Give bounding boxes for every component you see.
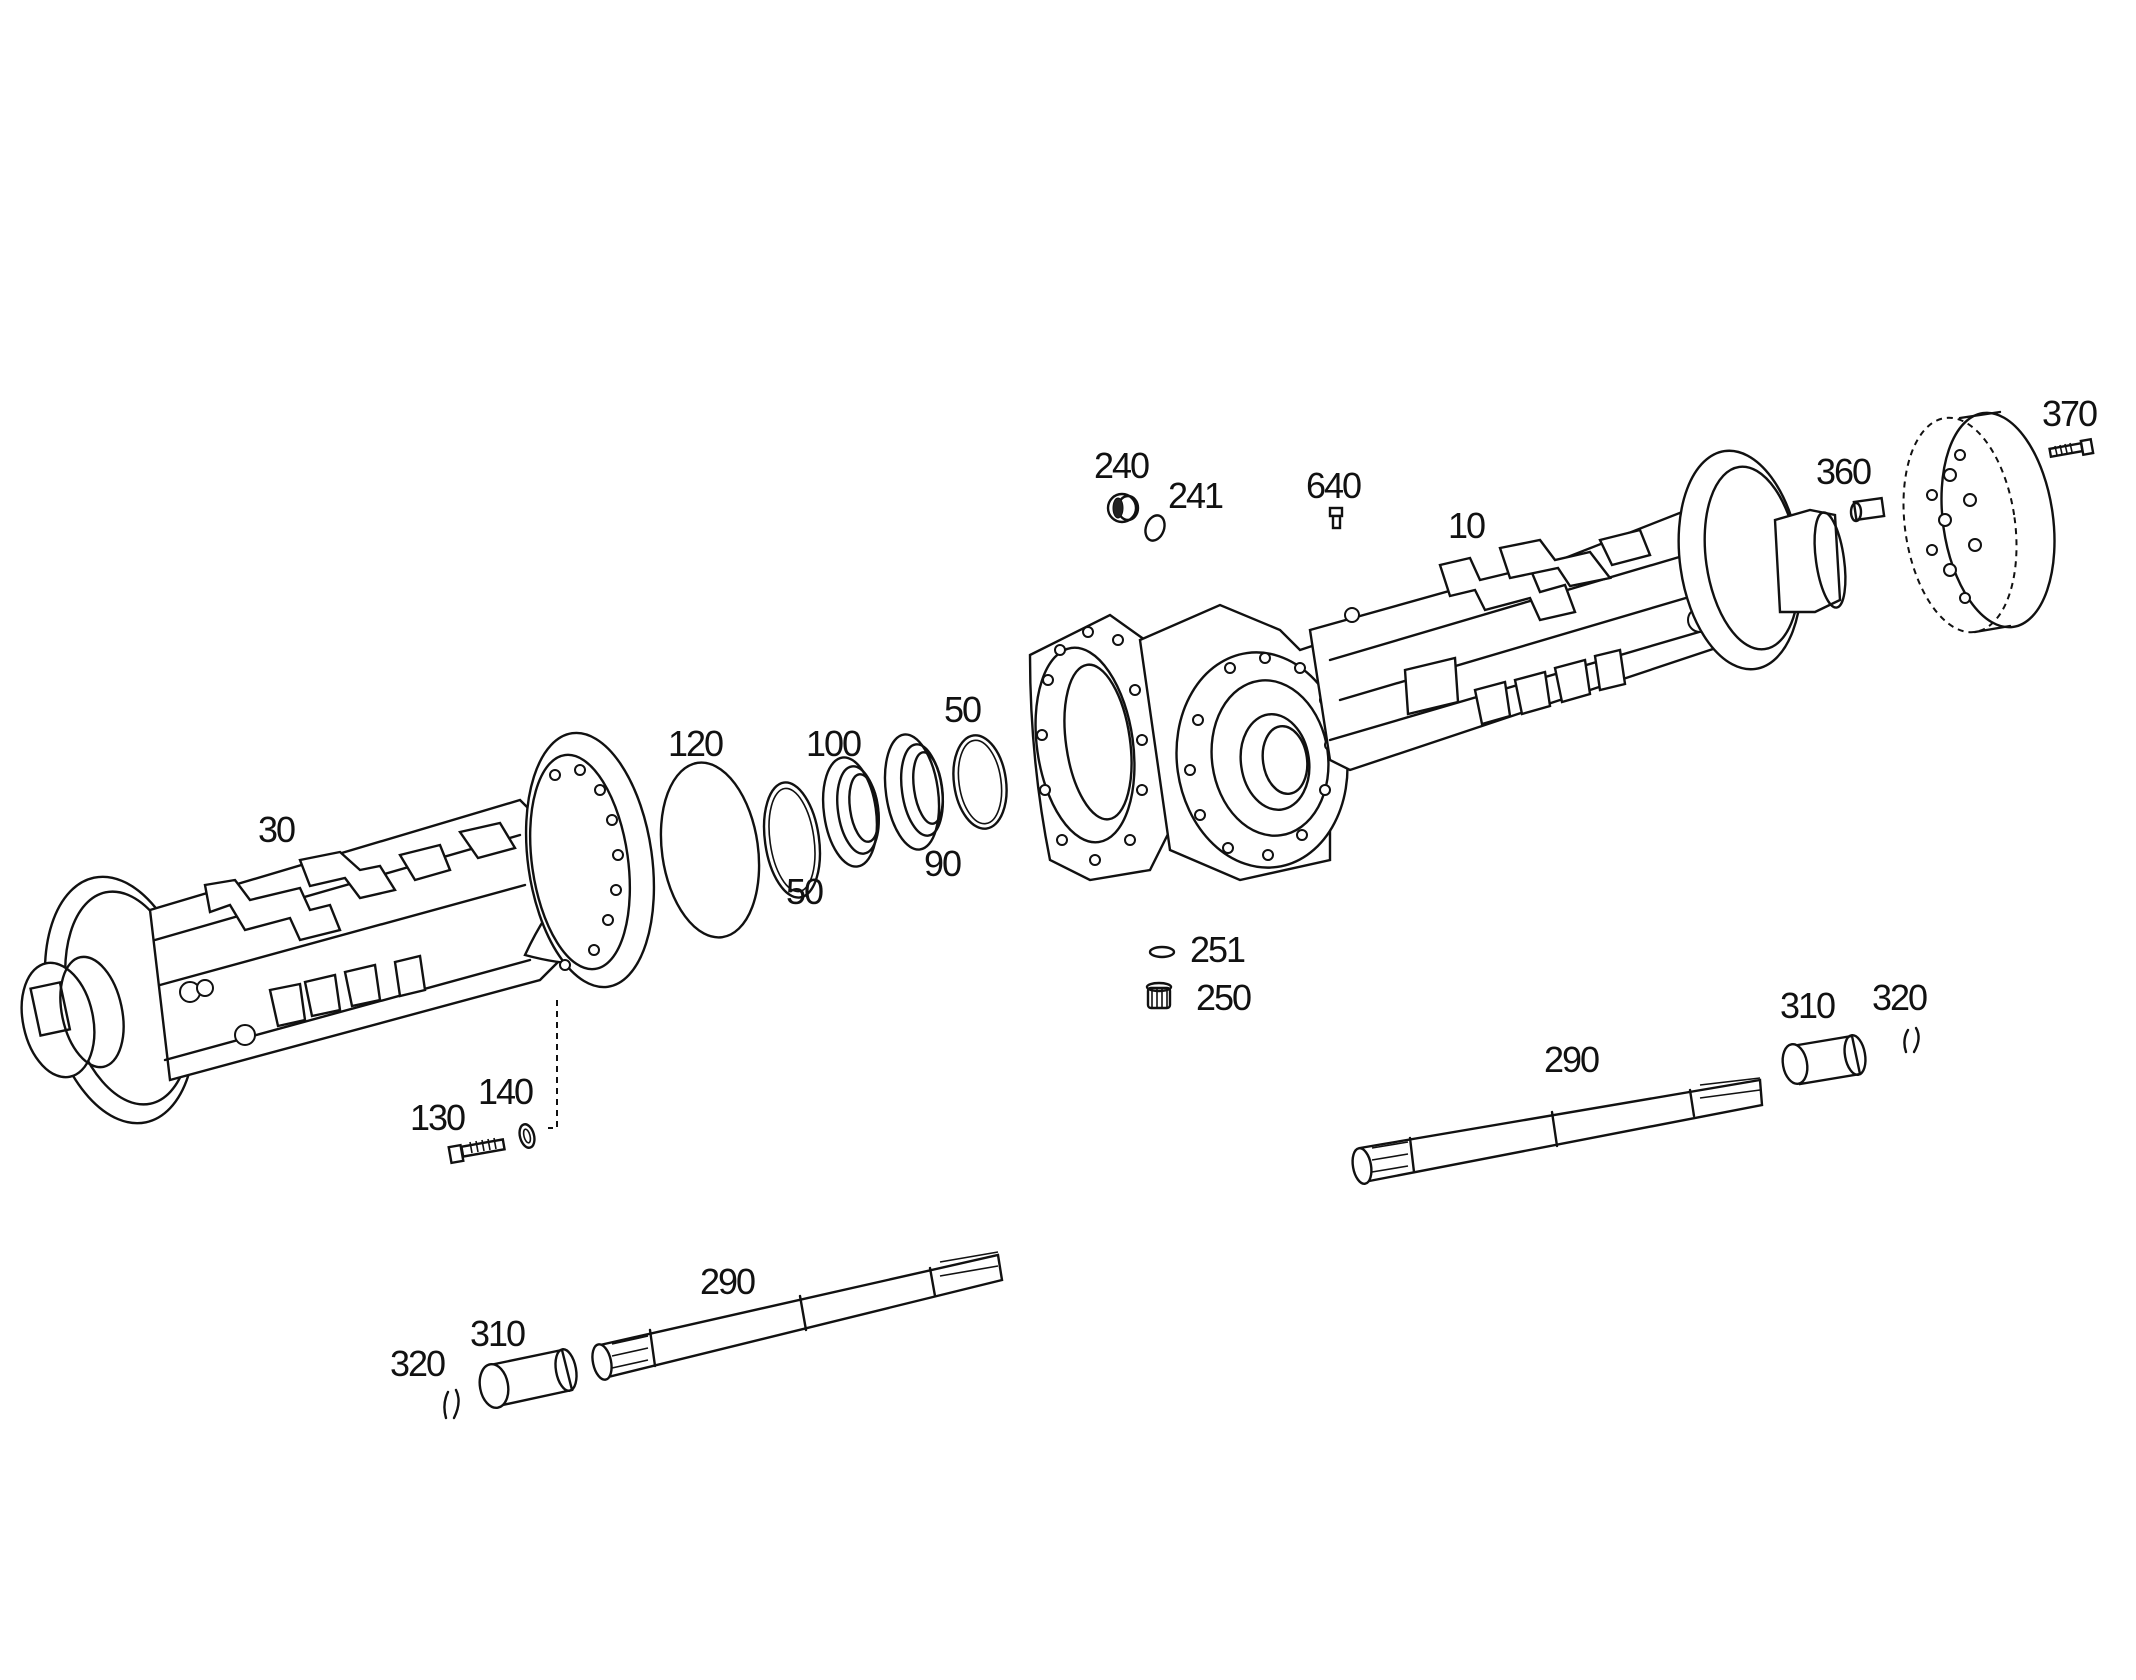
callout-100: 100: [806, 723, 862, 764]
bolt-370: [2048, 437, 2095, 459]
sleeve-310-left: [478, 1348, 578, 1410]
callout-310-right: 310: [1780, 985, 1836, 1026]
shaft-290-right: [1351, 1077, 1764, 1185]
bushing-360: [1849, 496, 1886, 523]
o-ring-50-right: [952, 734, 1008, 830]
o-ring-50-left: [762, 781, 822, 899]
callout-360: 360: [1816, 451, 1872, 492]
shaft-290-left: [591, 1251, 1004, 1381]
callout-251: 251: [1190, 929, 1246, 970]
callout-250: 250: [1196, 977, 1252, 1018]
brake-disc-assembly: [1902, 410, 2056, 634]
seal-ring-251: [1148, 945, 1176, 959]
axle-housing-main: [1028, 449, 1847, 882]
callout-320-right: 320: [1872, 977, 1928, 1018]
bearing-100: [821, 756, 880, 868]
sleeve-310-right: [1781, 1034, 1867, 1086]
o-ring-241: [1144, 514, 1166, 542]
callout-310-left: 310: [470, 1313, 526, 1354]
callout-290-right: 290: [1544, 1039, 1600, 1080]
callout-140: 140: [478, 1071, 534, 1112]
ring-320-left: [443, 1388, 460, 1420]
seal-ring-120: [659, 761, 761, 939]
callout-130: 130: [410, 1097, 466, 1138]
callout-241: 241: [1168, 475, 1224, 516]
washer-140: [518, 1123, 536, 1149]
plug-250: [1145, 981, 1173, 1010]
callout-50-left: 50: [786, 871, 824, 912]
callout-240: 240: [1094, 445, 1150, 486]
callout-370: 370: [2042, 393, 2098, 434]
callout-120: 120: [668, 723, 724, 764]
callout-90: 90: [924, 843, 962, 884]
bolt-130: [447, 1137, 506, 1165]
callout-50-right: 50: [944, 689, 982, 730]
vent-640: [1328, 506, 1344, 530]
callout-290-left: 290: [700, 1261, 756, 1302]
callout-30: 30: [258, 809, 296, 850]
plug-240: [1106, 492, 1140, 524]
callout-10: 10: [1448, 505, 1486, 546]
bearing-90: [883, 733, 945, 851]
axle-housing-left: [20, 731, 656, 1129]
ring-320-right: [1903, 1026, 1920, 1054]
callout-640: 640: [1306, 465, 1362, 506]
callout-320-left: 320: [390, 1343, 446, 1384]
